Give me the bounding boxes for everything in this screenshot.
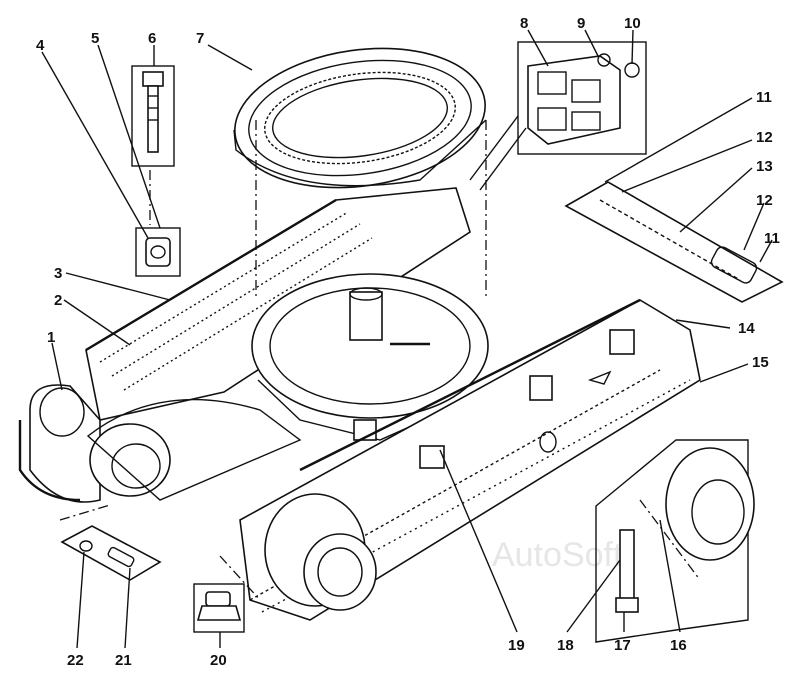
- callout-20: 20: [210, 652, 227, 669]
- callout-9: 9: [577, 15, 585, 32]
- pad-detail-box: [517, 41, 647, 155]
- callout-21: 21: [115, 652, 132, 669]
- callout-16: 16: [670, 637, 687, 654]
- callout-13: 13: [756, 158, 773, 175]
- callout-18: 18: [557, 637, 574, 654]
- callout-3: 3: [54, 265, 62, 282]
- callout-6: 6: [148, 30, 156, 47]
- callout-5: 5: [91, 30, 99, 47]
- shim-plate-detail: [60, 525, 162, 581]
- nut-detail-box: [135, 227, 181, 277]
- travel-motor-detail: [595, 439, 755, 643]
- watermark-text: AutoSoft: [492, 536, 623, 574]
- right-track-assembly: [239, 298, 701, 621]
- callout-4: 4: [36, 37, 45, 54]
- callout-11-top: 11: [756, 89, 772, 106]
- callout-8: 8: [520, 15, 528, 32]
- bolt-detail-box: [131, 65, 175, 167]
- track-guard-plate: [564, 181, 784, 303]
- callout-22: 22: [67, 652, 84, 669]
- drain-plug-detail: [193, 583, 245, 633]
- callout-11-bottom: 11: [764, 230, 780, 247]
- callout-10: 10: [624, 15, 641, 32]
- callout-17: 17: [614, 637, 631, 654]
- callout-2: 2: [54, 292, 62, 309]
- leader-lines: [41, 29, 773, 649]
- callout-numbers: 1 2 3 4 5 6 7 8 9 10 11 12 13 12 11 14 1…: [36, 15, 780, 669]
- callout-12-top: 12: [756, 129, 773, 146]
- callout-14: 14: [738, 320, 755, 337]
- callout-1: 1: [47, 329, 55, 346]
- callout-7: 7: [196, 30, 204, 47]
- slewing-ring: [233, 47, 487, 189]
- callout-19: 19: [508, 637, 525, 654]
- callout-15: 15: [752, 354, 769, 371]
- callout-12-bottom: 12: [756, 192, 773, 209]
